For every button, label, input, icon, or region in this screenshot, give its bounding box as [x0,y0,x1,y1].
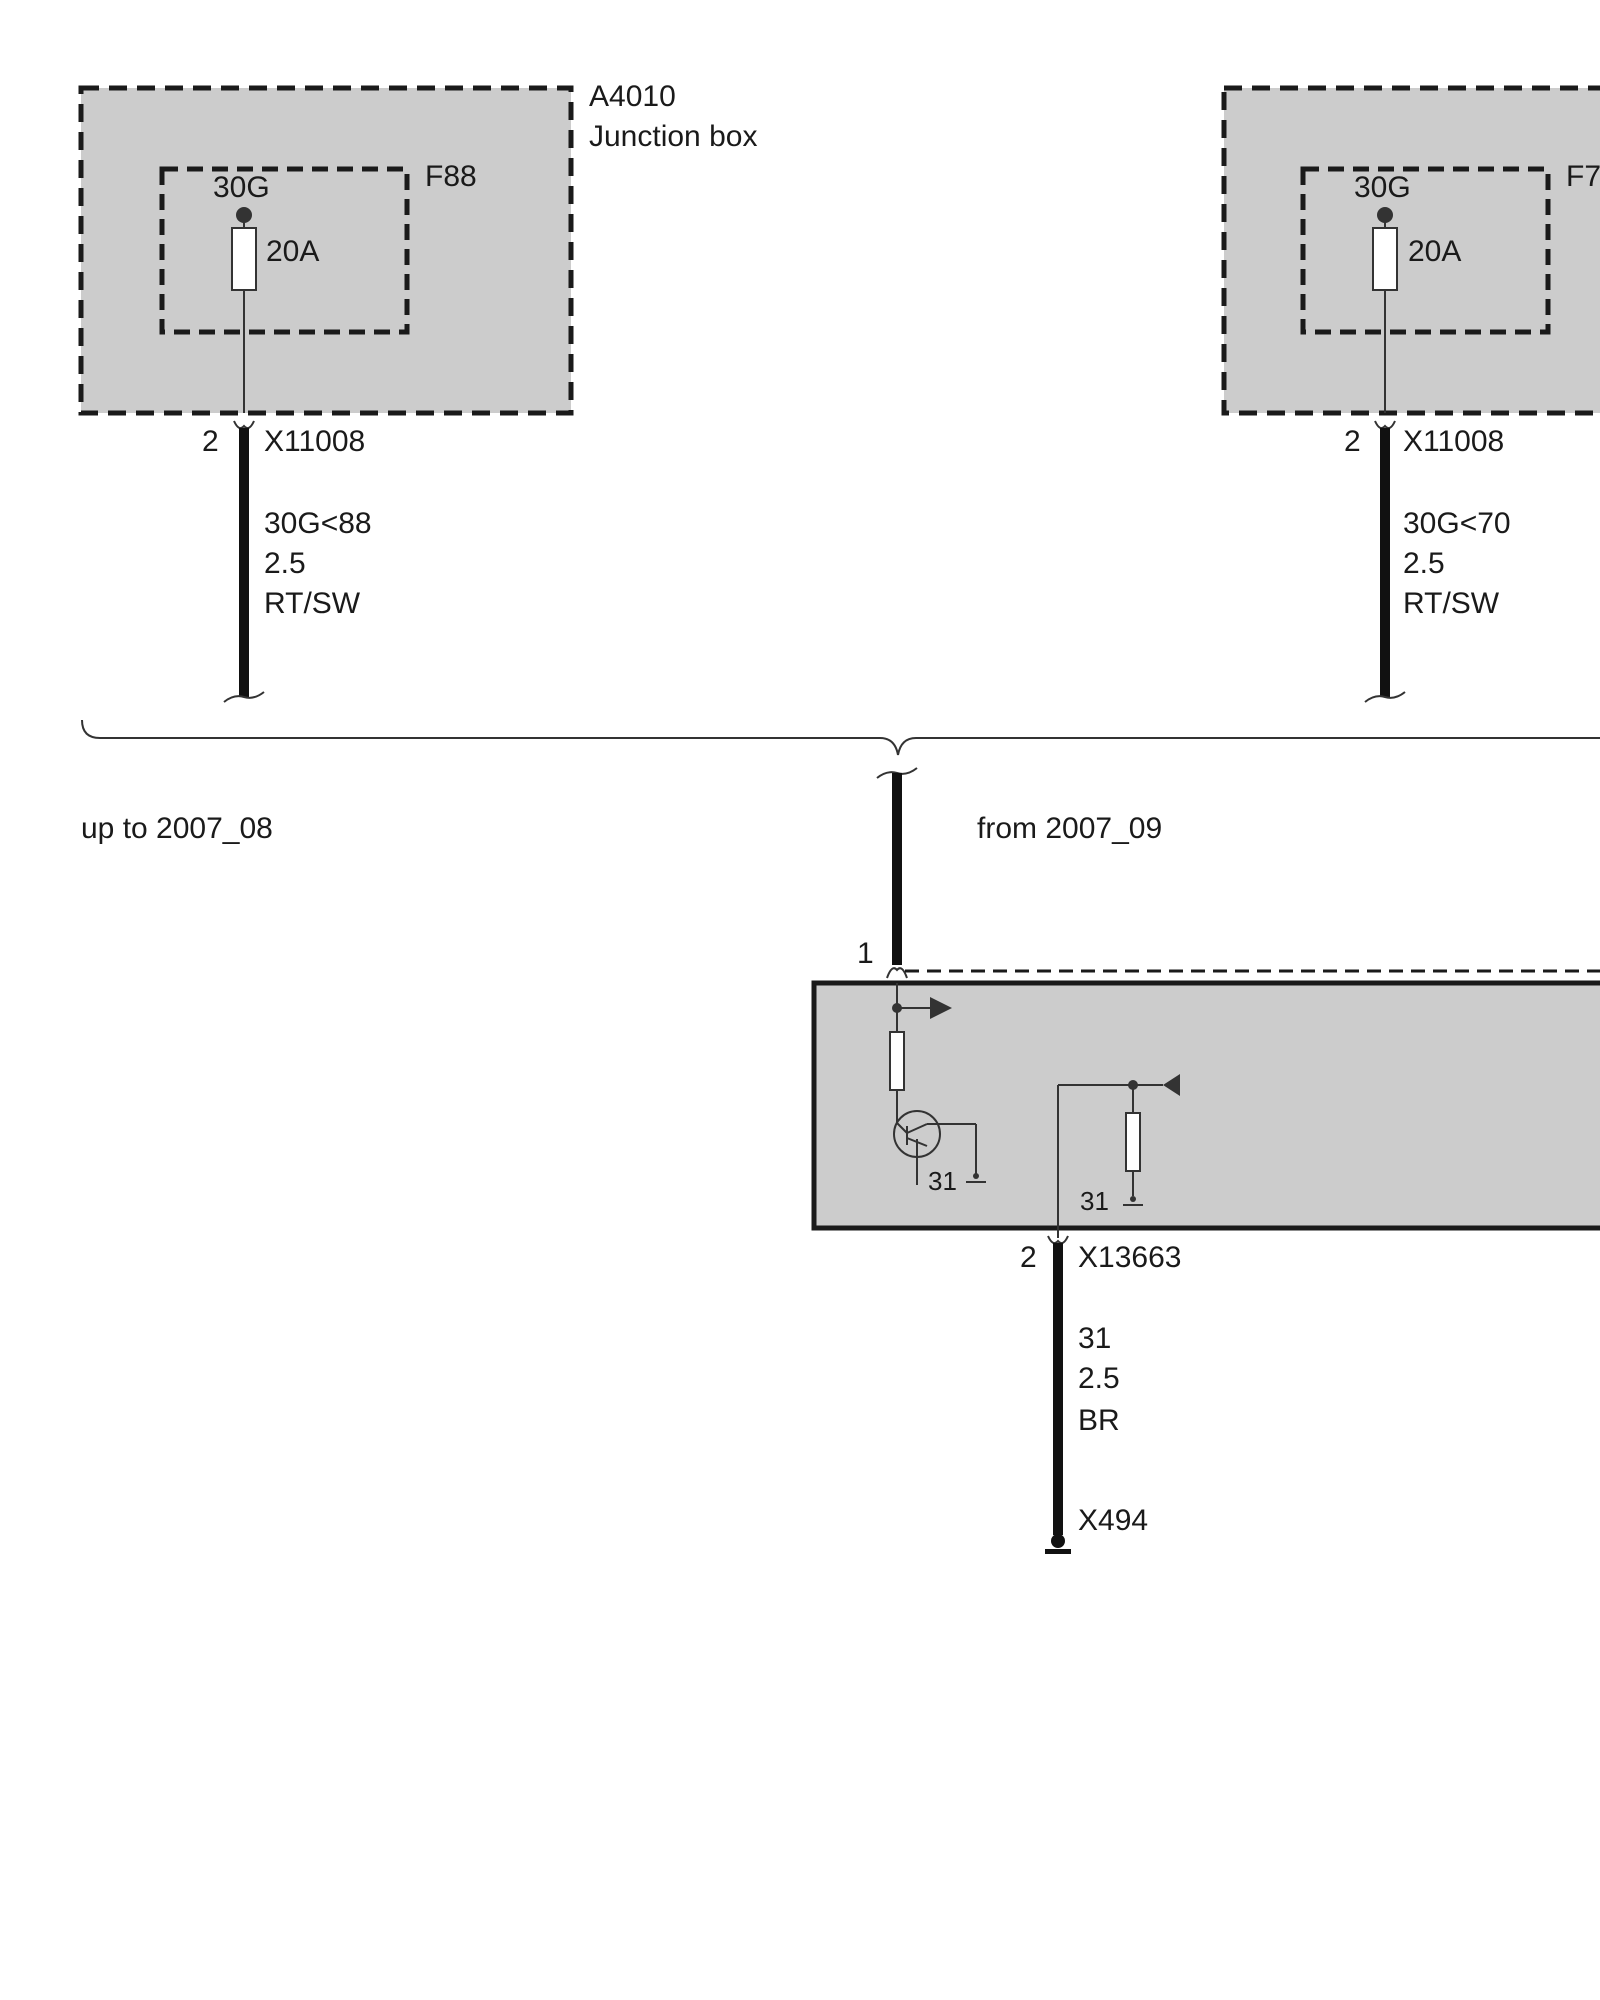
right-wire-break [1364,691,1406,703]
right-wire-signal: 30G<70 [1403,507,1511,540]
variant-brace [81,719,1600,756]
ground-2-label: 31 [1080,1186,1109,1216]
variant-right-label: from 2007_09 [977,812,1162,845]
output-arrow-icon [930,997,952,1019]
left-module-name: Junction box [589,120,757,153]
right-junction-box [1221,85,1600,416]
ground-2-icon [1123,1196,1143,1206]
control-unit: 31 31 [811,980,1600,1238]
left-module-id: A4010 [589,80,676,113]
left-wire-break [223,691,265,703]
ground-point-icon [1045,1534,1071,1554]
ground-1-icon [966,1173,986,1183]
resistor-1-icon [889,1031,905,1091]
left-fuse-id: F88 [425,160,477,193]
left-connector-id: X11008 [264,425,365,458]
control-unit-body [811,980,1600,1231]
output-connector-id: X13663 [1078,1241,1181,1274]
ground-wire-color: BR [1078,1404,1120,1437]
left-wire-gauge: 2.5 [264,547,306,580]
right-junction-box-body [1224,88,1600,413]
left-wire-signal: 30G<88 [264,507,372,540]
right-junction-box-outline [1221,85,1600,416]
input-arrow-icon [1163,1074,1180,1096]
right-fuse-holder [1300,166,1551,335]
right-wire-color: RT/SW [1403,587,1500,620]
right-wire-gauge: 2.5 [1403,547,1445,580]
right-fuse-rating: 20A [1408,235,1461,268]
feed-pin: 1 [857,937,874,970]
ground-1-label: 31 [928,1166,957,1196]
right-fuse-terminal: 30G [1354,171,1411,204]
right-fuse-icon [1372,227,1398,291]
right-fuse-id: F7 [1566,160,1600,193]
left-junction-box-body [81,88,571,413]
left-junction-box [78,85,574,416]
ground-wire-gauge: 2.5 [1078,1362,1120,1395]
transistor-icon [893,1110,977,1185]
output-connector-symbol [1047,1235,1069,1245]
left-junction-box-outline [78,85,574,416]
output-pin: 2 [1020,1241,1037,1274]
left-connector-pin: 2 [202,425,219,458]
left-wire-color: RT/SW [264,587,361,620]
left-fuse-icon [231,227,257,291]
variant-left-label: up to 2007_08 [81,812,273,845]
ground-wire-signal: 31 [1078,1322,1111,1355]
resistor-2-icon [1125,1112,1141,1172]
right-connector-id: X11008 [1403,425,1504,458]
left-fuse-holder [159,166,410,335]
feed-connector-symbol [886,967,908,979]
left-fuse-terminal: 30G [213,171,270,204]
ground-point-id: X494 [1078,1504,1148,1537]
right-connector-pin: 2 [1344,425,1361,458]
right-connector-symbol [1374,420,1396,430]
left-fuse-rating: 20A [266,235,319,268]
left-connector-symbol [233,420,255,430]
